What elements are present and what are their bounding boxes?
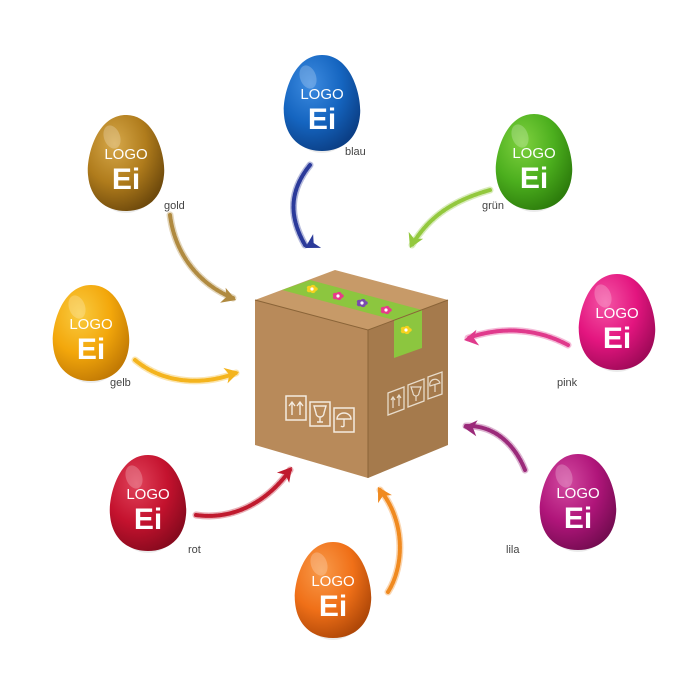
arrow-gold <box>166 211 237 303</box>
arrow-pink <box>464 327 572 349</box>
tape-flowers <box>306 284 412 335</box>
egg-label-grün: grün <box>482 200 505 212</box>
egg-logo-text: LOGO <box>300 86 343 103</box>
egg-main-text: Ei <box>319 590 347 623</box>
egg-logo-text: LOGO <box>126 486 169 503</box>
arrows-layer <box>131 161 572 596</box>
egg-main-text: Ei <box>308 103 336 136</box>
fragile-glass-icon <box>313 405 327 423</box>
flower-icon <box>380 305 392 315</box>
arrow-grün <box>408 186 494 249</box>
kraft-box <box>254 270 449 478</box>
egg-logo-text: LOGO <box>512 145 555 162</box>
egg-logo-text: LOGO <box>104 146 147 163</box>
arrow-blau <box>290 161 322 249</box>
flower-icon <box>400 325 412 335</box>
egg-main-text: Ei <box>520 162 548 195</box>
egg-main-text: Ei <box>564 502 592 535</box>
egg-logo-text: LOGO <box>69 316 112 333</box>
flower-icon <box>356 298 368 308</box>
box-tape-side <box>394 310 422 358</box>
flower-icon <box>306 284 318 294</box>
flower-icon <box>332 291 344 301</box>
this-side-up-icon <box>288 400 304 415</box>
arrow-orange <box>376 486 404 596</box>
egg-logo-text: LOGO <box>556 485 599 502</box>
egg-label-lila: lila <box>506 544 520 556</box>
egg-label-pink: pink <box>557 377 578 389</box>
egg-label-gold: gold <box>164 200 185 212</box>
keep-dry-umbrella-icon <box>336 412 352 428</box>
arrow-gelb <box>131 356 240 385</box>
egg-main-text: Ei <box>112 163 140 196</box>
handling-icons-side <box>387 371 443 416</box>
egg-label-rot: rot <box>188 544 201 556</box>
egg-logo-text: LOGO <box>595 305 638 322</box>
handling-icons-front <box>285 395 355 433</box>
box-front-face <box>255 300 368 478</box>
egg-main-text: Ei <box>77 333 105 366</box>
egg-label-gelb: gelb <box>110 377 131 389</box>
arrow-lila <box>462 420 529 474</box>
egg-label-blau: blau <box>345 146 366 158</box>
arrow-rot <box>192 466 294 520</box>
egg-main-text: Ei <box>134 503 162 536</box>
eggs-layer: LOGOEiLOGOEiLOGOEiLOGOEiLOGOEiLOGOEiLOGO… <box>52 55 656 640</box>
egg-logo-text: LOGO <box>311 573 354 590</box>
egg-main-text: Ei <box>603 322 631 355</box>
